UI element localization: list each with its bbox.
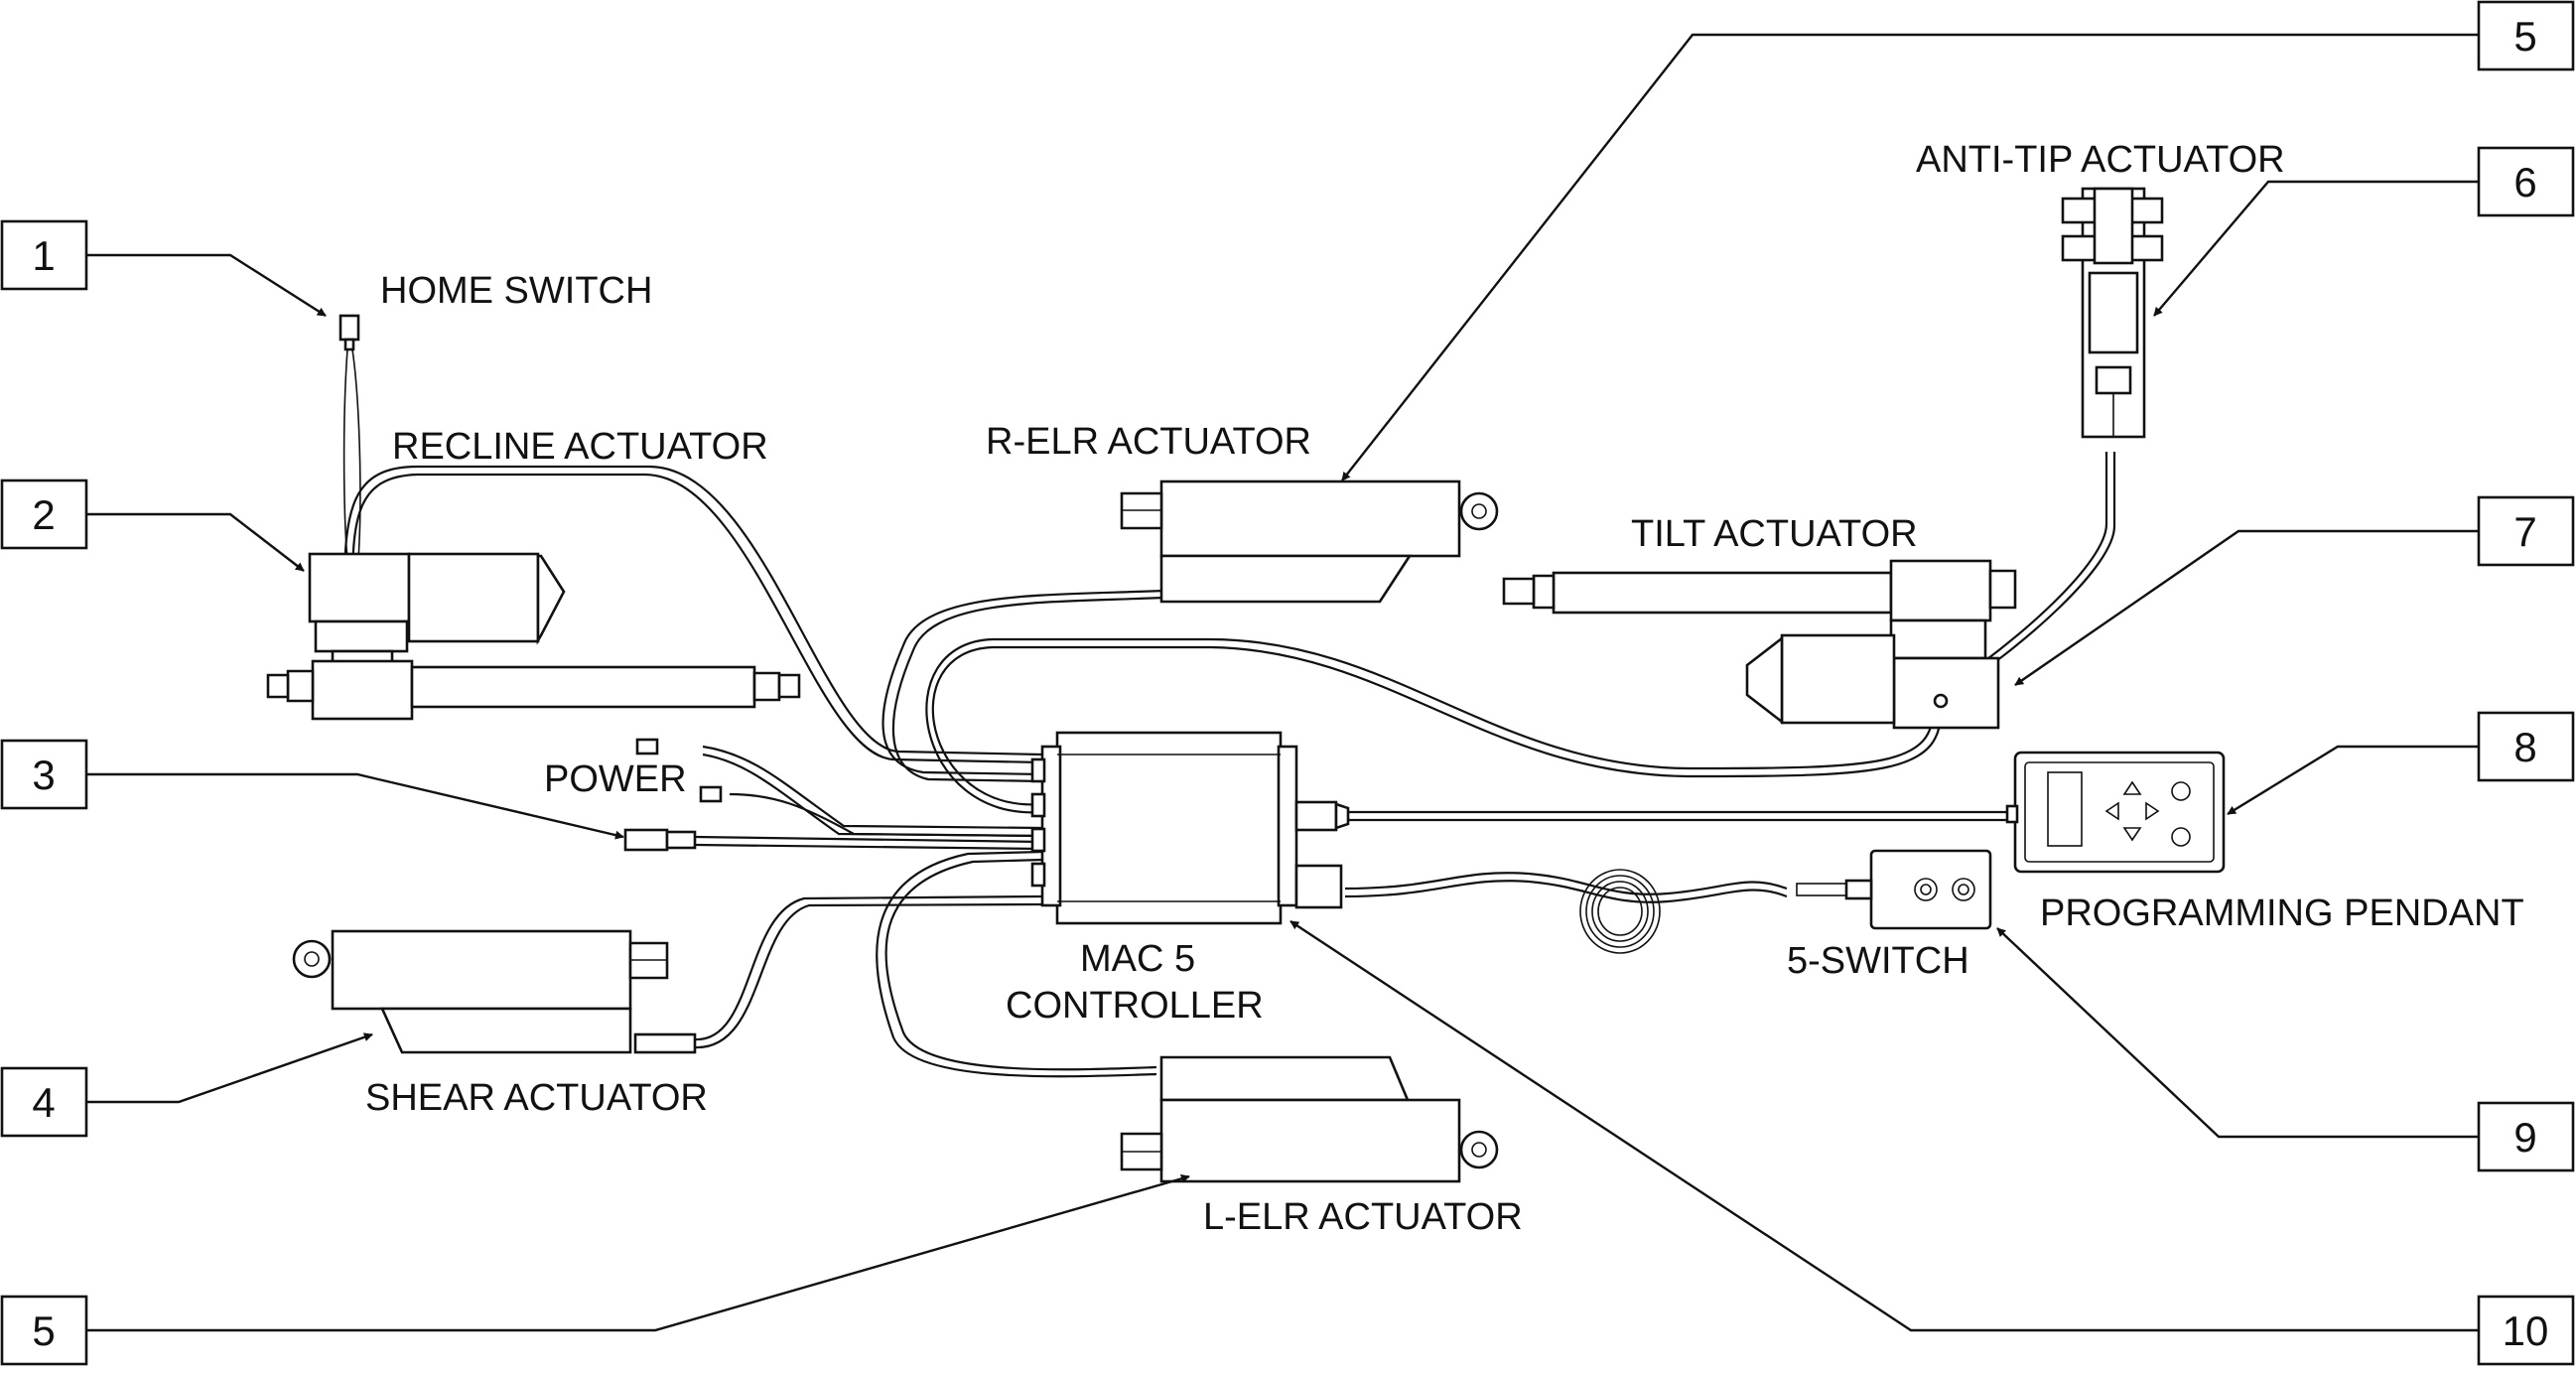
leader-9 bbox=[1996, 927, 2479, 1139]
mac5-controller bbox=[1030, 731, 1350, 925]
label-anti-tip-actuator: ANTI-TIP ACTUATOR bbox=[1916, 139, 2285, 181]
callout-1: 1 bbox=[0, 219, 88, 291]
callout-4: 4 bbox=[0, 1066, 88, 1138]
callout-4-number: 4 bbox=[32, 1079, 55, 1126]
callout-2: 2 bbox=[0, 479, 88, 550]
leader-8 bbox=[2227, 745, 2479, 816]
callout-3: 3 bbox=[0, 739, 88, 810]
callout-7: 7 bbox=[2477, 495, 2575, 567]
anti-tip-actuator bbox=[2061, 187, 2164, 439]
callout-10-number: 10 bbox=[2503, 1307, 2549, 1354]
leader-5-top bbox=[1341, 33, 2479, 481]
callout-8: 8 bbox=[2477, 711, 2575, 782]
l-elr-actuator bbox=[1120, 1055, 1499, 1183]
leader-1 bbox=[86, 253, 327, 318]
leader-4 bbox=[86, 1032, 373, 1104]
label-l-elr-actuator: L-ELR ACTUATOR bbox=[1203, 1196, 1523, 1238]
callout-5-bottom: 5 bbox=[0, 1295, 88, 1366]
callout-7-number: 7 bbox=[2513, 508, 2536, 555]
leader-10 bbox=[1289, 919, 2479, 1332]
callout-5-top: 5 bbox=[2477, 0, 2575, 71]
label-mac5-line2: CONTROLLER bbox=[1006, 985, 1264, 1027]
label-r-elr-actuator: R-ELR ACTUATOR bbox=[986, 421, 1311, 463]
wiring-harness bbox=[342, 452, 2116, 1078]
callout-6-number: 6 bbox=[2513, 159, 2536, 206]
shear-actuator bbox=[292, 929, 697, 1054]
callout-2-number: 2 bbox=[32, 491, 55, 538]
leader-5-bottom bbox=[86, 1173, 1190, 1332]
r-elr-actuator bbox=[1120, 480, 1499, 604]
label-home-switch: HOME SWITCH bbox=[380, 270, 652, 312]
programming-pendant bbox=[2005, 751, 2226, 874]
leader-6 bbox=[2153, 180, 2479, 317]
label-programming-pendant: PROGRAMMING PENDANT bbox=[2040, 892, 2524, 934]
callout-5-bottom-number: 5 bbox=[32, 1307, 55, 1354]
callout-3-number: 3 bbox=[32, 752, 55, 798]
callout-8-number: 8 bbox=[2513, 724, 2536, 770]
leader-3 bbox=[86, 772, 624, 840]
callout-10: 10 bbox=[2477, 1295, 2575, 1366]
label-recline-actuator: RECLINE ACTUATOR bbox=[392, 426, 768, 468]
recline-actuator bbox=[266, 552, 801, 721]
cable-coil bbox=[1579, 869, 1661, 954]
label-tilt-actuator: TILT ACTUATOR bbox=[1631, 513, 1918, 555]
label-mac5-line1: MAC 5 bbox=[1080, 938, 1195, 980]
leader-7 bbox=[2014, 529, 2479, 686]
power-connectors bbox=[623, 738, 723, 852]
tilt-actuator bbox=[1502, 559, 2017, 730]
label-shear-actuator: SHEAR ACTUATOR bbox=[365, 1077, 708, 1119]
callout-9: 9 bbox=[2477, 1101, 2575, 1172]
home-switch bbox=[339, 314, 361, 592]
callout-1-number: 1 bbox=[32, 232, 55, 279]
callout-6: 6 bbox=[2477, 146, 2575, 217]
callout-5-top-number: 5 bbox=[2513, 13, 2536, 60]
five-switch bbox=[1796, 849, 1992, 930]
leader-2 bbox=[86, 512, 305, 572]
label-power: POWER bbox=[544, 758, 687, 800]
leader-lines bbox=[86, 33, 2479, 1332]
callout-9-number: 9 bbox=[2513, 1114, 2536, 1161]
component-labels: HOME SWITCH RECLINE ACTUATOR R-ELR ACTUA… bbox=[365, 139, 2524, 1238]
label-five-switch: 5-SWITCH bbox=[1787, 940, 1969, 982]
